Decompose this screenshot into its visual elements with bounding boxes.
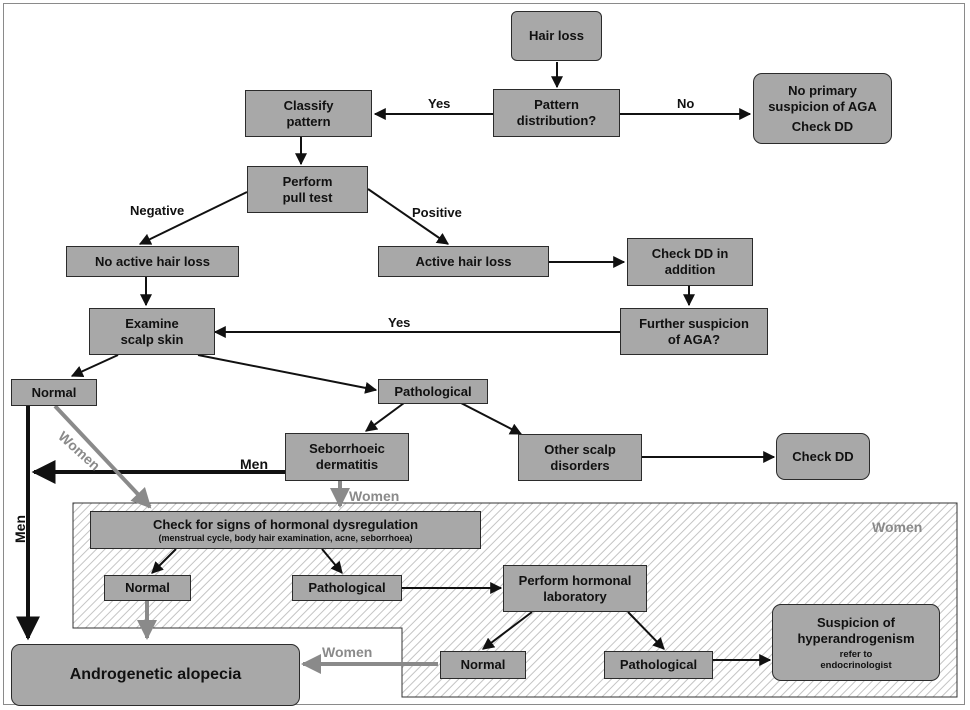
suspicion-line2: hyperandrogenism [797,630,915,646]
check-dd-node: Check DD [776,433,870,480]
check-dd-label: Check DD [792,448,854,464]
classify-pattern-line2: pattern [286,113,331,129]
no-active-hair-loss-node: No active hair loss [66,246,239,277]
lab-normal-node: Normal [440,651,526,679]
pattern-distribution-line2: distribution? [516,113,597,128]
pull-test-line2: pull test [282,189,333,205]
pattern-distribution-line1: Pattern [534,97,579,112]
normal-node: Normal [11,379,97,406]
other-scalp-disorders-node: Other scalp disorders [518,434,642,481]
androgenetic-alopecia-label: Androgenetic alopecia [69,666,242,683]
suspicion-line1: Suspicion of [817,614,895,630]
edge-label-women-bottom: Women [322,644,373,660]
suspicion-hyperandrogenism-node: Suspicion of hyperandrogenism refer to e… [772,604,940,681]
classify-pattern-line1: Classify [283,97,334,113]
check-dd-addition-line2: addition [664,262,716,277]
lab-pathological-node: Pathological [604,651,713,679]
check-dd-in-addition-node: Check DD in addition [627,238,753,286]
lab-normal-label: Normal [460,657,506,672]
edge-label-positive: Positive [412,205,462,220]
arrow-examine-normal [70,354,119,377]
arrow-pulltest-noactive [138,191,248,245]
edge-label-yes-further: Yes [388,315,411,330]
seborrhoeic-line2: dermatitis [315,457,379,472]
pull-test-line1: Perform [282,173,333,189]
check-hormonal-label: Check for signs of hormonal dysregulatio… [152,516,419,532]
edge-label-men-vertical: Men [12,515,28,543]
examine-scalp-skin-node: Examine scalp skin [89,308,215,355]
edge-label-no: No [677,96,695,111]
classify-pattern-node: Classify pattern [245,90,372,137]
no-primary-line1: No primary [788,82,857,98]
edge-label-yes: Yes [428,96,451,111]
no-active-label: No active hair loss [95,253,210,269]
normal-label: Normal [31,384,77,400]
check-hormonal-detail: (menstrual cycle, body hair examination,… [158,532,413,543]
diagram-frame [3,3,965,705]
active-hair-loss-node: Active hair loss [378,246,549,277]
no-primary-suspicion-node: No primary suspicion of AGA Check DD [753,73,892,144]
refer-line2: endocrinologist [820,659,892,671]
hormonal-lab-line1: Perform hormonal [518,572,632,588]
arrow-lab-normal [482,611,533,650]
hormonal-lab-line2: laboratory [543,588,607,604]
examine-line1: Examine [125,315,179,331]
refer-line1: refer to [839,648,873,660]
examine-line2: scalp skin [120,331,184,347]
arrow-pulltest-active [367,188,449,245]
arrow-examine-pathological [197,354,378,394]
women-pathological-node: Pathological [292,575,402,601]
perform-hormonal-lab-node: Perform hormonal laboratory [503,565,647,612]
women-normal-node: Normal [104,575,191,601]
hair-loss-label: Hair loss [529,28,584,43]
further-line1: Further suspicion [639,315,749,331]
women-region-label: Women [872,519,923,535]
women-pathological-label: Pathological [308,580,386,595]
check-dd-addition-line1: Check DD in [651,246,729,261]
arrow-hormonal-normal [151,548,177,574]
active-label: Active hair loss [415,253,512,269]
no-primary-line3: Check DD [791,118,854,134]
further-suspicion-node: Further suspicion of AGA? [620,308,768,355]
edge-label-women-seborrhoeic: Women [349,488,400,504]
edge-label-negative: Negative [130,203,185,218]
edge-label-men-horizontal: Men [240,456,268,472]
arrow-pathological-seborrhoeic [365,402,405,432]
lab-pathological-label: Pathological [619,657,698,672]
further-line2: of AGA? [667,331,721,347]
pattern-distribution-node: Pattern distribution? [493,89,620,137]
seborrhoeic-line1: Seborrhoeic [309,441,385,456]
women-normal-label: Normal [125,580,170,595]
seborrhoeic-dermatitis-node: Seborrhoeic dermatitis [285,433,409,481]
hair-loss-node: Hair loss [511,11,602,61]
arrow-lab-pathological [627,611,665,650]
other-scalp-line2: disorders [550,457,610,473]
androgenetic-alopecia-node: Androgenetic alopecia [11,644,300,706]
check-hormonal-node: Check for signs of hormonal dysregulatio… [90,511,481,549]
pathological-label: Pathological [394,383,472,399]
other-scalp-line1: Other scalp [544,441,616,457]
arrow-hormonal-pathological [321,548,343,574]
no-primary-line2: suspicion of AGA [768,98,877,114]
arrow-pathological-other [460,402,523,435]
arrow-women-normal-hormonal [53,404,152,509]
perform-pull-test-node: Perform pull test [247,166,368,213]
pathological-node: Pathological [378,379,488,404]
